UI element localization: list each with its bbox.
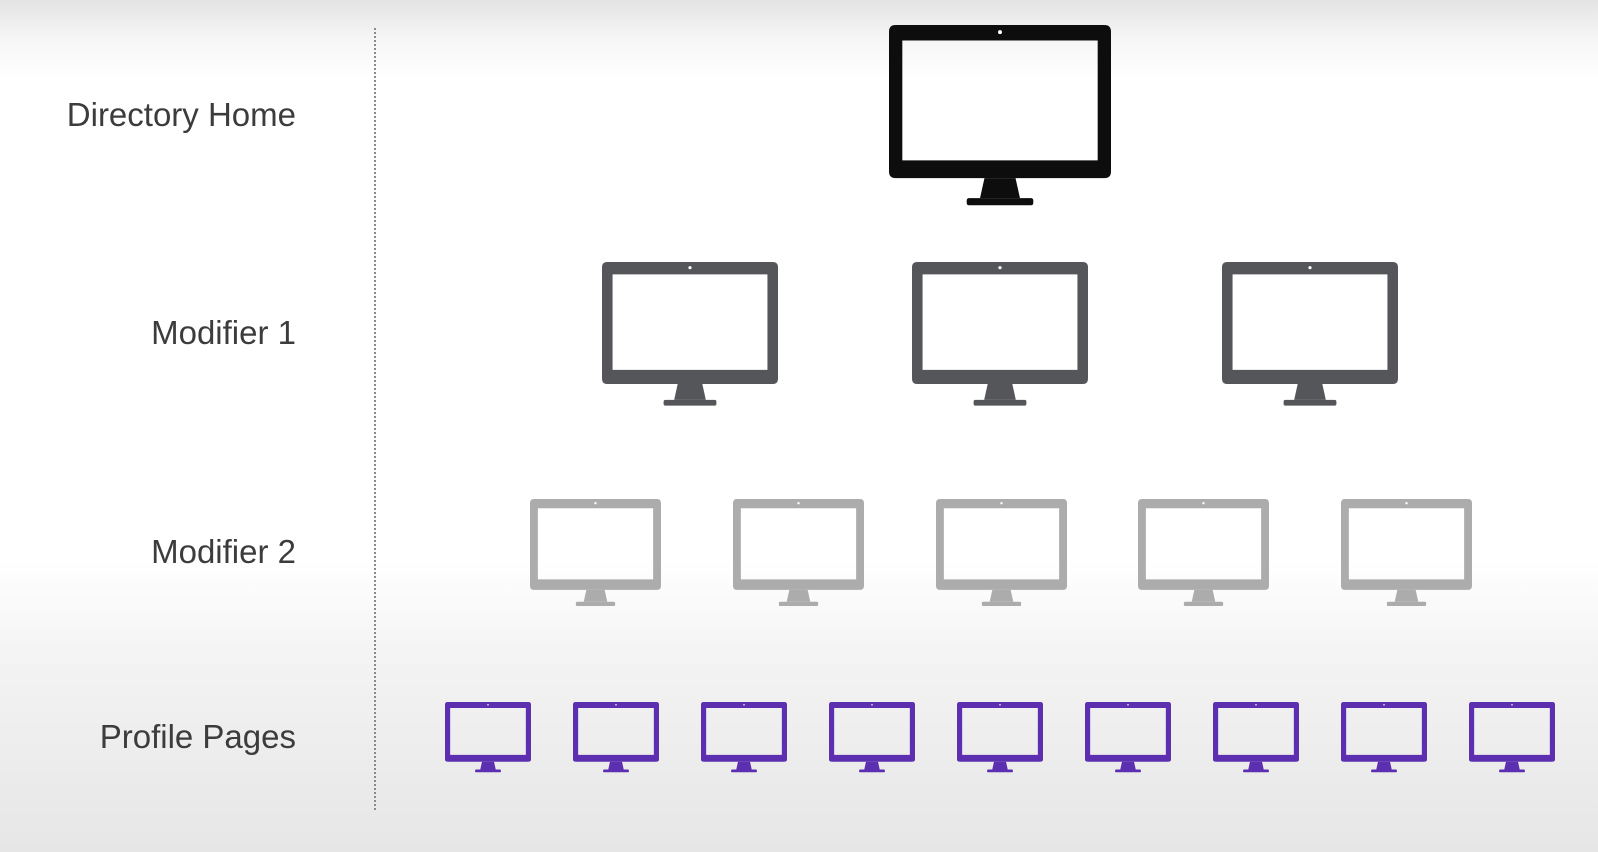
monitor-icon [602, 262, 778, 407]
monitor-icon [1469, 702, 1555, 773]
monitor-icon [957, 702, 1043, 773]
monitor-icon [1137, 499, 1269, 607]
monitor-icon [1340, 499, 1472, 607]
level-label-modifier-1: Modifier 1 [151, 314, 296, 351]
monitor-icon [529, 499, 661, 607]
vertical-divider [374, 28, 376, 810]
level-label-profile-pages: Profile Pages [99, 718, 296, 755]
monitor-icon [1085, 702, 1171, 773]
level-label-directory-home: Directory Home [66, 96, 296, 133]
monitor-icon [829, 702, 915, 773]
monitor-icon [912, 262, 1088, 407]
monitor-icon [445, 702, 531, 773]
monitor-icon [732, 499, 864, 607]
monitor-icon [889, 25, 1111, 207]
level-label-modifier-2: Modifier 2 [151, 533, 296, 570]
monitor-icon [1213, 702, 1299, 773]
monitor-icon [1341, 702, 1427, 773]
monitor-icon [1222, 262, 1398, 407]
monitor-icon [935, 499, 1067, 607]
monitor-icon [573, 702, 659, 773]
monitor-icon [701, 702, 787, 773]
